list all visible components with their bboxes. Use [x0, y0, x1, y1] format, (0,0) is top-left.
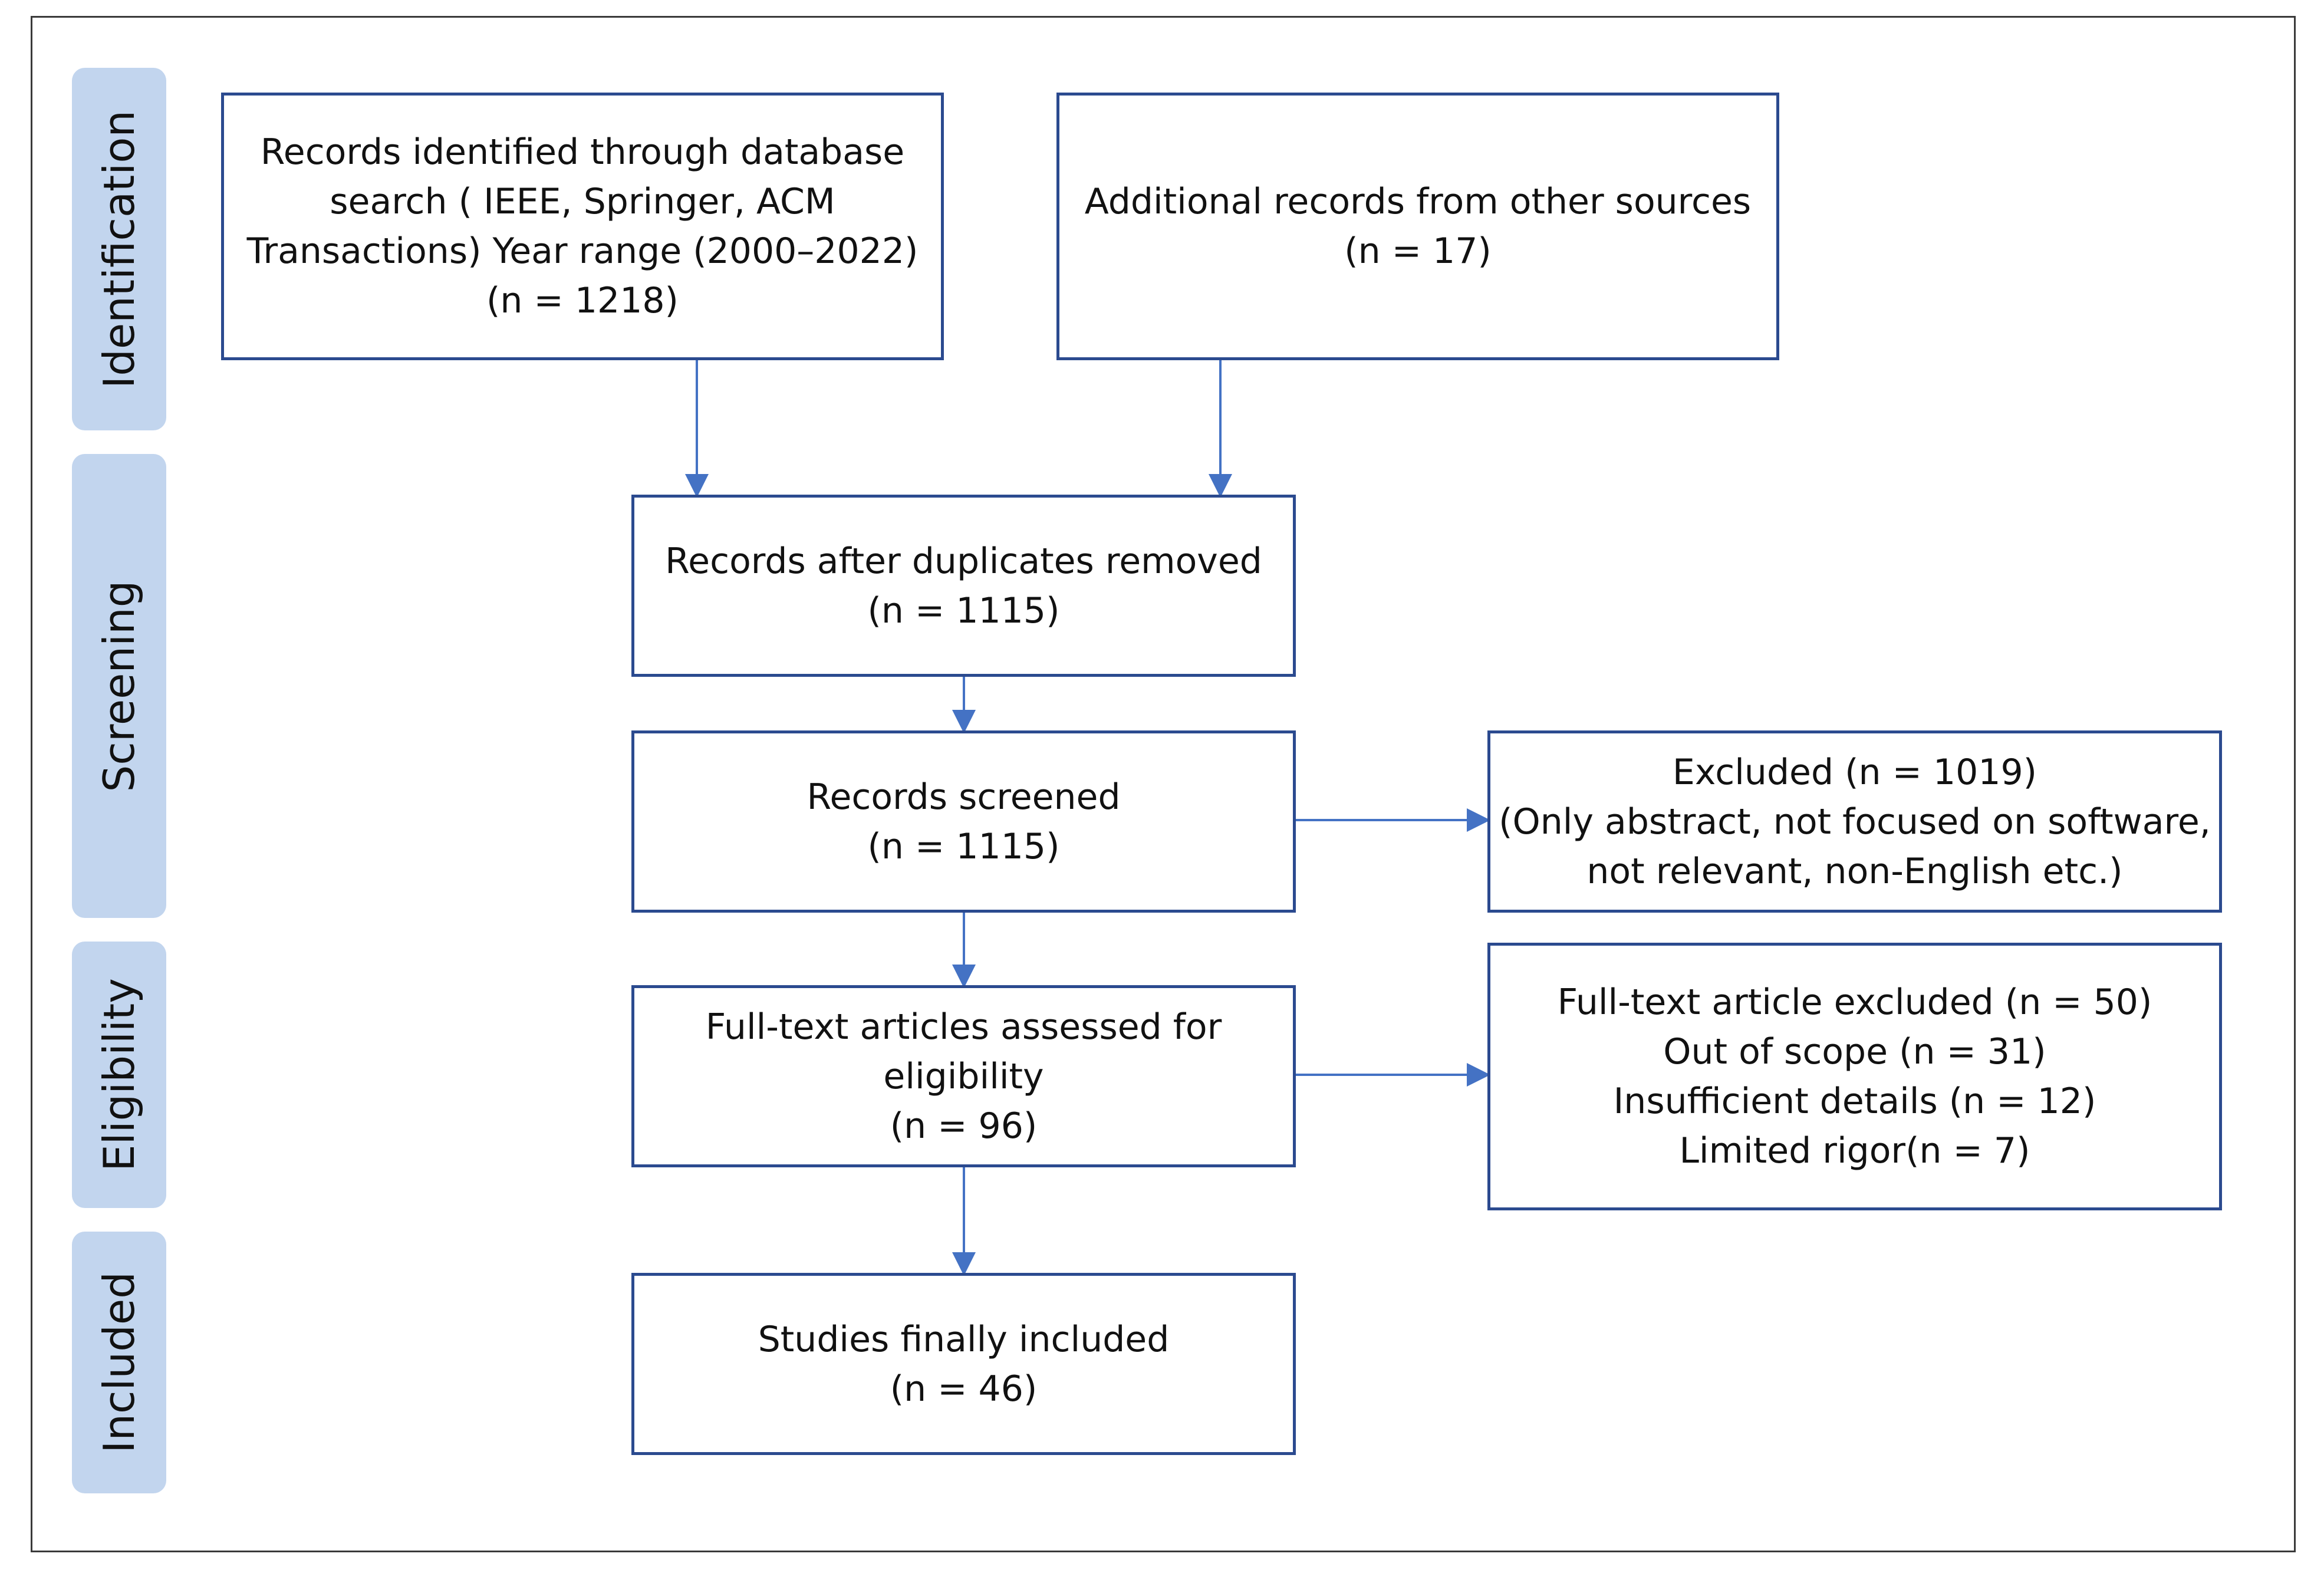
stage-identification: Identification [72, 68, 166, 430]
box-line: (n = 46) [890, 1368, 1038, 1410]
stage-screening: Screening [72, 454, 166, 918]
box-line: (Only abstract, not focused on software, [1499, 801, 2211, 842]
box-line: search ( IEEE, Springer, ACM [330, 181, 835, 222]
box-line: (n = 17) [1344, 231, 1492, 272]
box-line: eligibility [883, 1055, 1044, 1097]
database-search-box: Records identified through database sear… [221, 93, 944, 360]
full-text-excluded-box: Full-text article excluded (n = 50) Out … [1487, 943, 2222, 1210]
diagram-frame [31, 16, 2296, 1552]
box-line: Full-text article excluded (n = 50) [1557, 982, 2152, 1023]
box-line: Out of scope (n = 31) [1663, 1031, 2046, 1072]
box-line: Additional records from other sources [1084, 181, 1752, 222]
box-line: Full-text articles assessed for [705, 1006, 1222, 1048]
other-sources-box: Additional records from other sources (n… [1056, 93, 1779, 360]
box-line: Records after duplicates removed [665, 540, 1262, 582]
excluded-box: Excluded (n = 1019) (Only abstract, not … [1487, 730, 2222, 913]
box-line: (n = 1218) [486, 280, 679, 321]
stage-included: Included [72, 1232, 166, 1493]
box-line: Records screened [807, 776, 1121, 818]
duplicates-removed-box: Records after duplicates removed (n = 11… [631, 495, 1296, 677]
box-line: Studies finally included [758, 1318, 1170, 1360]
box-line: (n = 1115) [867, 590, 1060, 631]
box-line: Transactions) Year range (2000–2022) [246, 231, 919, 272]
full-text-assessed-box: Full-text articles assessed for eligibil… [631, 985, 1296, 1167]
box-line: not relevant, non-English etc.) [1586, 850, 2123, 892]
box-line: Insufficient details (n = 12) [1613, 1081, 2096, 1122]
studies-included-box: Studies finally included (n = 46) [631, 1273, 1296, 1455]
box-line: Records identified through database [260, 131, 905, 173]
box-line: Limited rigor(n = 7) [1679, 1130, 2030, 1171]
box-line: (n = 1115) [867, 825, 1060, 867]
stage-eligibility: Eligibility [72, 942, 166, 1208]
box-line: (n = 96) [890, 1105, 1038, 1147]
records-screened-box: Records screened (n = 1115) [631, 730, 1296, 913]
box-line: Excluded (n = 1019) [1672, 751, 2037, 793]
